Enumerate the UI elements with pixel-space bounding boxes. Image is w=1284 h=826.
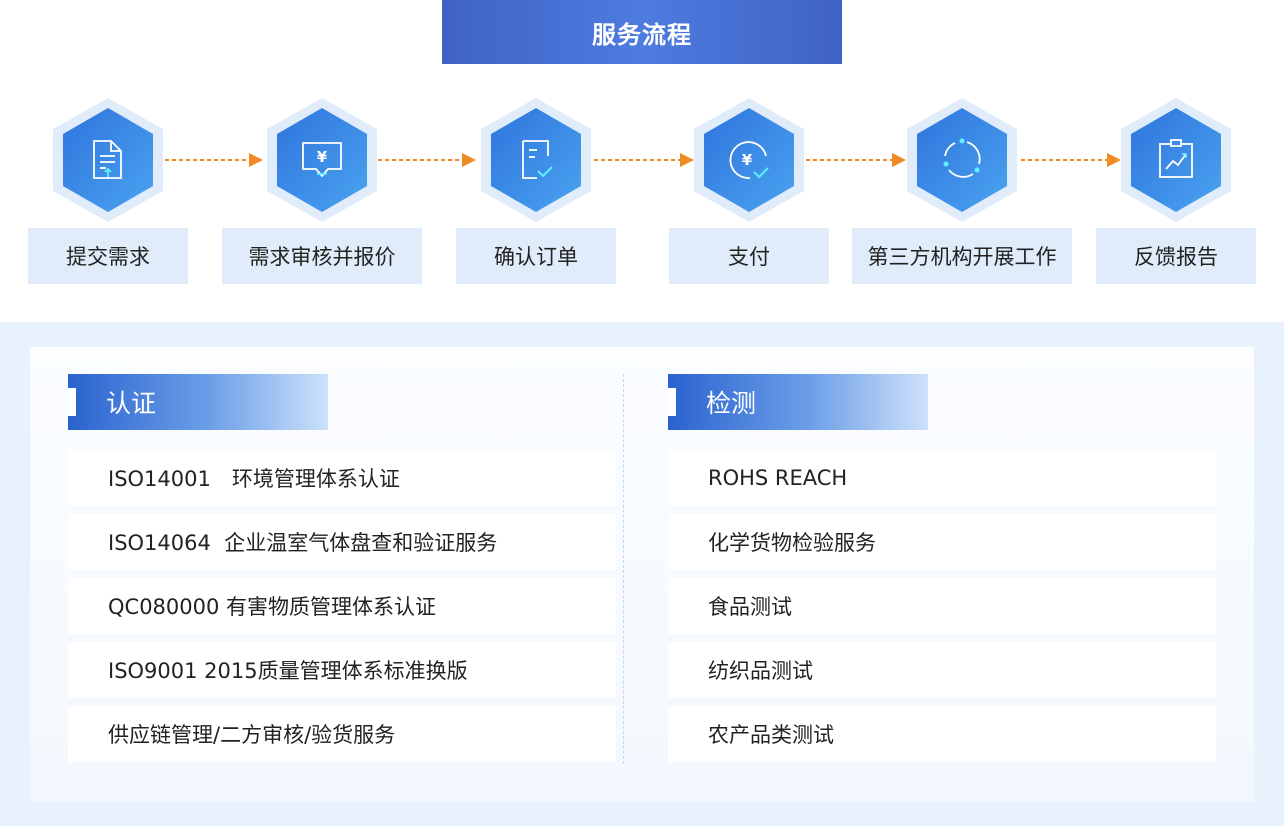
step-label-third-party: 第三方机构开展工作 (852, 228, 1072, 284)
certification-title: 认证 (106, 389, 157, 418)
step-label-submit: 提交需求 (28, 228, 188, 284)
flow-arrow (165, 153, 263, 167)
testing-item: 化学货物检验服务 (668, 514, 1216, 570)
testing-item: 食品测试 (668, 578, 1216, 634)
certification-item: 供应链管理/二方审核/验货服务 (68, 706, 616, 762)
step-label-feedback-report: 反馈报告 (1096, 228, 1256, 284)
testing-item: 纺织品测试 (668, 642, 1216, 698)
flow-arrow (806, 153, 906, 167)
yen-message-icon: ¥ (267, 98, 377, 222)
certification-item: QC080000 有害物质管理体系认证 (68, 578, 616, 634)
document-upload-icon (53, 98, 163, 222)
certification-header: 认证 (68, 374, 328, 430)
testing-title: 检测 (706, 389, 757, 418)
column-divider (623, 374, 624, 764)
order-check-icon (481, 98, 591, 222)
step-label-payment: 支付 (669, 228, 829, 284)
certification-item: ISO14064 企业温室气体盘查和验证服务 (68, 514, 616, 570)
process-cycle-icon (907, 98, 1017, 222)
flow-arrow (378, 153, 476, 167)
flow-arrow (1021, 153, 1121, 167)
step-label-confirm-order: 确认订单 (456, 228, 616, 284)
certification-item: ISO14001 环境管理体系认证 (68, 450, 616, 506)
svg-text:¥: ¥ (317, 148, 328, 166)
flow-arrow (594, 153, 694, 167)
header-accent-bar (668, 388, 676, 416)
certification-item: ISO9001 2015质量管理体系标准换版 (68, 642, 616, 698)
testing-item: ROHS REACH (668, 450, 1216, 506)
yen-payment-icon: ¥ (694, 98, 804, 222)
header-accent-bar (68, 388, 76, 416)
testing-item: 农产品类测试 (668, 706, 1216, 762)
svg-text:¥: ¥ (742, 151, 753, 169)
testing-header: 检测 (668, 374, 928, 430)
service-process-title: 服务流程 (442, 0, 842, 64)
step-label-review-quote: 需求审核并报价 (222, 228, 422, 284)
report-chart-icon (1121, 98, 1231, 222)
